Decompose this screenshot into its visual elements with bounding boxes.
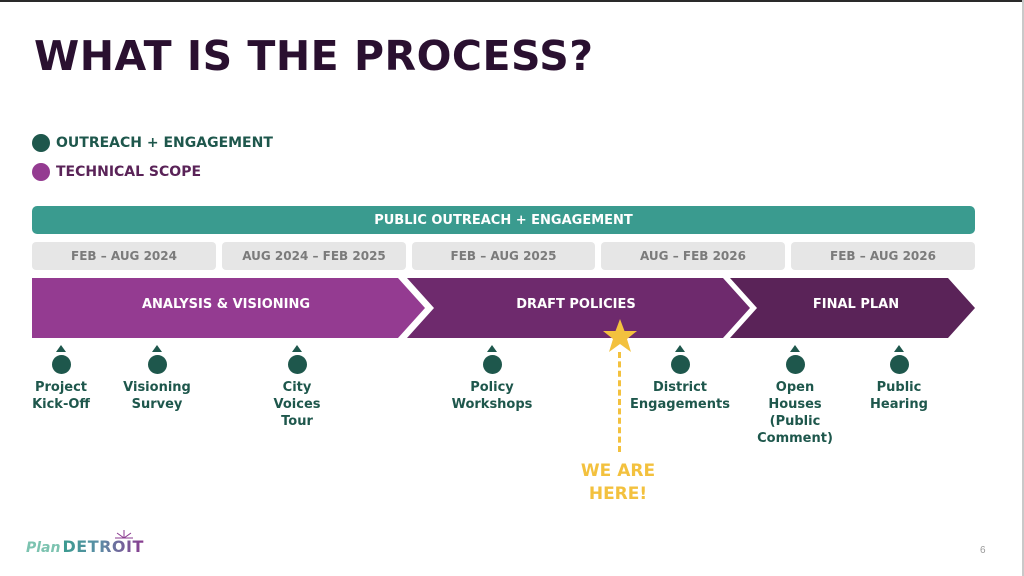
date-range-1: FEB – AUG 2024 [32,242,216,270]
outreach-dot-icon [32,134,50,152]
milestone-district-engagements: District Engagements [615,345,745,413]
milestone-open-houses: Open Houses (Public Comment) [730,345,860,447]
spark-icon [115,530,133,539]
milestone-triangle-icon [675,345,685,352]
phase-label-analysis: ANALYSIS & VISIONING [141,297,311,312]
date-range-label: AUG – FEB 2026 [640,249,746,263]
outreach-bar: PUBLIC OUTREACH + ENGAGEMENT [32,206,975,234]
milestone-policy-workshops: Policy Workshops [427,345,557,413]
milestone-label: Visioning Survey [123,380,191,412]
milestone-label: Project Kick-Off [32,380,90,412]
legend-label: TECHNICAL SCOPE [56,164,202,180]
logo-detroit-text: DETROIT [62,537,144,556]
logo-plan-text: Plan [26,540,61,556]
legend-label: OUTREACH + ENGAGEMENT [56,135,273,151]
date-range-label: AUG 2024 – FEB 2025 [242,249,386,263]
date-range-4: AUG – FEB 2026 [601,242,785,270]
milestone-dot-icon [147,355,167,374]
milestone-dot-icon [785,355,805,374]
milestone-label: City Voices Tour [273,380,321,429]
milestone-triangle-icon [894,345,904,352]
we-are-here-label: WE ARE HERE! [580,461,656,504]
phase-arrow-final [730,278,975,338]
date-range-label: FEB – AUG 2024 [71,249,177,263]
milestone-dot-icon [51,355,71,374]
date-range-5: FEB – AUG 2026 [791,242,975,270]
current-position-line [618,352,621,452]
phase-label-draft: DRAFT POLICIES [516,297,636,312]
outreach-bar-label: PUBLIC OUTREACH + ENGAGEMENT [374,212,633,228]
slide-title: WHAT IS THE PROCESS? [34,32,594,80]
legend-item-outreach: OUTREACH + ENGAGEMENT [32,134,273,152]
milestone-label: Public Hearing [870,380,928,412]
milestone-triangle-icon [56,345,66,352]
milestone-triangle-icon [292,345,302,352]
phase-arrow-analysis [32,278,425,338]
date-range-label: FEB – AUG 2026 [830,249,936,263]
date-range-3: FEB – AUG 2025 [412,242,595,270]
milestone-triangle-icon [487,345,497,352]
milestone-triangle-icon [152,345,162,352]
milestone-dot-icon [670,355,690,374]
star-icon [603,319,637,352]
window-right-border [1022,0,1024,576]
milestone-triangle-icon [790,345,800,352]
phase-arrow-draft [407,278,750,338]
legend-item-technical: TECHNICAL SCOPE [32,163,201,181]
milestone-dot-icon [482,355,502,374]
milestone-label: Policy Workshops [451,380,533,412]
milestone-visioning-survey: Visioning Survey [92,345,222,413]
milestone-label: Open Houses (Public Comment) [757,380,833,446]
phase-label-final: FINAL PLAN [812,297,900,312]
page-number: 6 [980,545,986,556]
milestone-dot-icon [889,355,909,374]
technical-dot-icon [32,163,50,181]
window-top-border [0,0,1024,2]
milestone-public-hearing: Public Hearing [834,345,964,413]
date-range-2: AUG 2024 – FEB 2025 [222,242,406,270]
milestone-project-kickoff: Project Kick-Off [0,345,126,413]
milestone-dot-icon [287,355,307,374]
date-range-label: FEB – AUG 2025 [450,249,557,263]
plan-detroit-logo: Plan DETROIT [26,530,144,556]
milestone-label: District Engagements [630,380,730,412]
milestone-city-voices-tour: City Voices Tour [232,345,362,430]
